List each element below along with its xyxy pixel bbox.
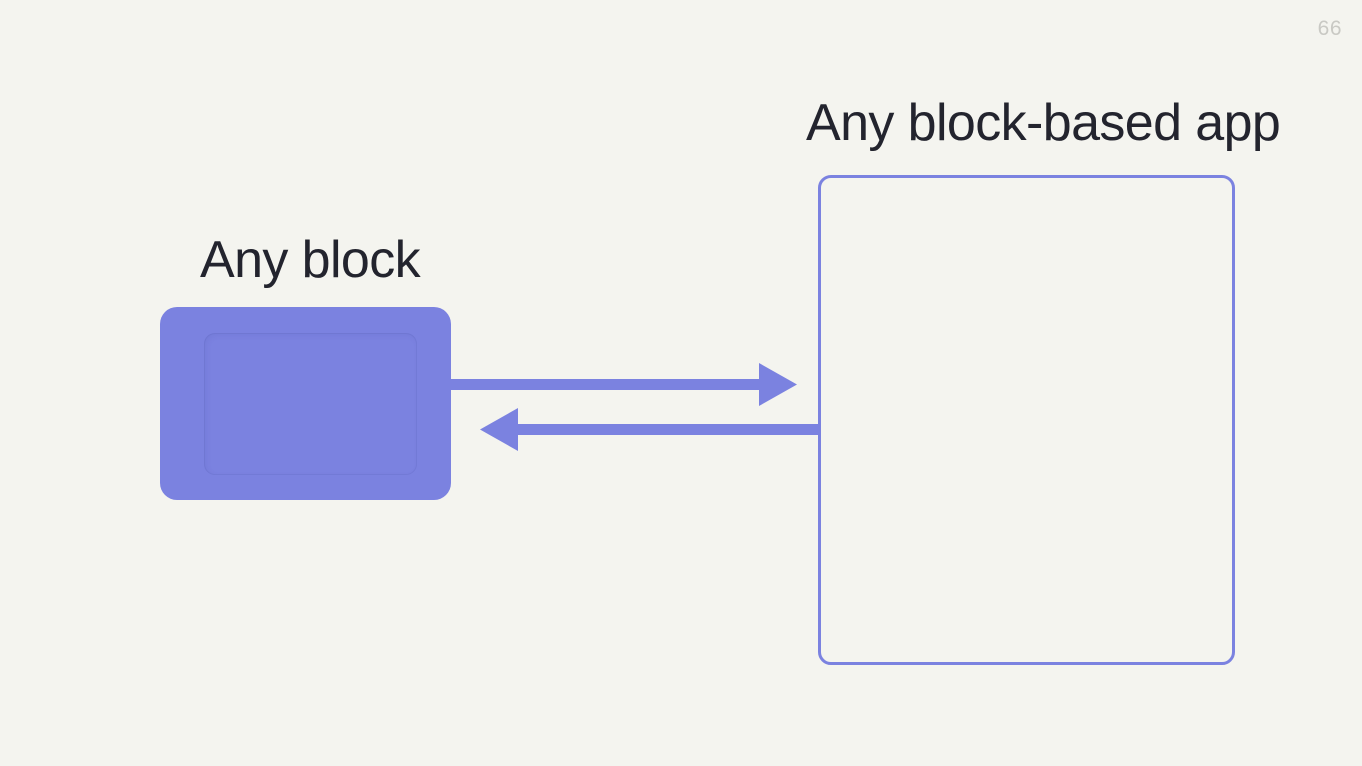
app-to-block-arrow-icon	[480, 408, 819, 451]
left-node-title: Any block	[200, 231, 421, 289]
any-block-shape	[160, 307, 451, 500]
any-block-based-app-frame	[818, 175, 1235, 665]
block-to-app-arrow-icon	[451, 363, 797, 406]
any-block-inner-surface	[204, 333, 417, 475]
right-node-title: Any block-based app	[806, 94, 1281, 152]
page-number: 66	[1317, 17, 1342, 40]
